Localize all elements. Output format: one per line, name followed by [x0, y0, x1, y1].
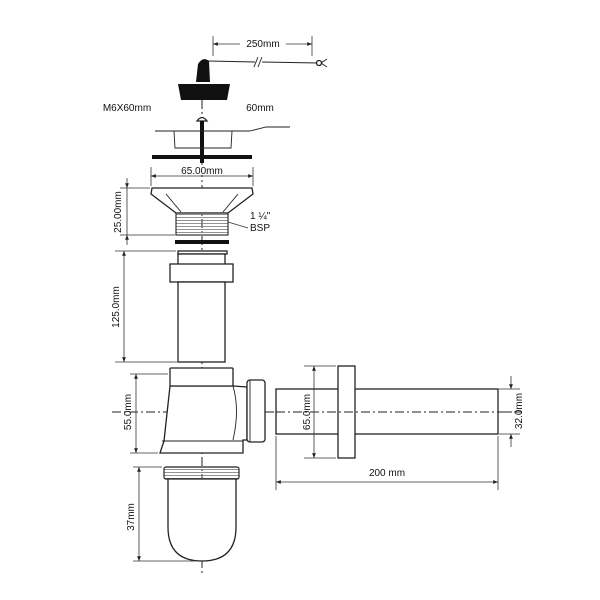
svg-text:37mm: 37mm — [126, 503, 137, 531]
tailpiece-pipe — [169, 250, 234, 363]
strainer-plate — [152, 116, 290, 163]
waste-height-dimension: 25.00mm — [113, 178, 175, 245]
svg-text:25.00mm: 25.00mm — [113, 191, 124, 233]
svg-text:65.00mm: 65.00mm — [181, 166, 223, 177]
screw-label: M6X60mm — [103, 103, 151, 114]
flange-diameter-dimension: 65.00mm — [150, 165, 254, 186]
svg-text:1 ¼": 1 ¼" — [250, 210, 271, 222]
svg-text:BSP: BSP — [250, 223, 270, 234]
trap-body — [159, 367, 266, 454]
plug-diameter-label: 60mm — [246, 103, 274, 114]
wall-flange-dimension: 65.0mm — [302, 365, 336, 459]
cup-height-dimension: 37mm — [126, 466, 195, 562]
outlet-length-dimension: 200 mm — [275, 436, 499, 490]
svg-text:200 mm: 200 mm — [369, 468, 405, 479]
svg-text:65.0mm: 65.0mm — [302, 394, 313, 430]
svg-text:32.0mm: 32.0mm — [514, 393, 525, 429]
plug-with-chain — [178, 56, 328, 100]
basket-waste-body — [150, 187, 254, 244]
outlet-diameter-dimension: 32.0mm — [499, 376, 525, 447]
thread-callout: 1 ¼" BSP — [227, 210, 271, 234]
tailpiece-length-dimension: 125.0mm — [111, 250, 177, 363]
trap-cup — [163, 466, 240, 562]
chain-length-dimension: 250mm — [212, 36, 313, 56]
trap-body-height-dimension: 55.0mm — [123, 373, 168, 454]
svg-text:250mm: 250mm — [246, 39, 279, 50]
svg-text:125.0mm: 125.0mm — [111, 286, 122, 328]
svg-text:55.0mm: 55.0mm — [123, 394, 134, 430]
